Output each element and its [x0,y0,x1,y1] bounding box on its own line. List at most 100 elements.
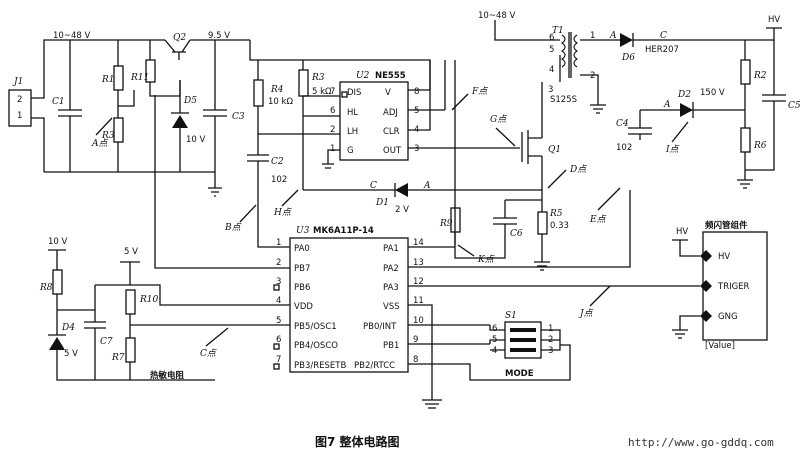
svg-text:NE555: NE555 [375,71,406,81]
svg-text:3: 3 [276,277,281,287]
svg-text:1: 1 [548,324,553,334]
svg-text:PA0: PA0 [294,244,310,254]
svg-text:4: 4 [276,296,281,306]
svg-text:11: 11 [413,296,424,306]
svg-text:3: 3 [548,85,553,95]
svg-text:C: C [370,181,377,191]
resistor-r3-5k: R3 5 kΩ [298,60,332,190]
svg-text:PA2: PA2 [383,264,399,274]
svg-text:R11: R11 [130,73,149,83]
svg-text:5 V: 5 V [124,247,138,257]
svg-text:K点: K点 [477,254,495,265]
svg-text:V: V [385,88,391,98]
svg-text:9: 9 [413,335,418,345]
svg-text:D6: D6 [621,53,635,63]
svg-text:D2: D2 [677,90,691,100]
svg-text:R10: R10 [139,295,159,305]
svg-text:10: 10 [413,316,424,326]
resistor-r9: R9 C6 [439,199,542,259]
flash-tube-module: 频闪管组件 HV TRIGER GNG [Value] HV [672,220,768,351]
watermark-url: http://www.go-gddq.com [628,436,774,449]
svg-text:热敏电阻: 热敏电阻 [150,370,185,381]
svg-text:6: 6 [330,106,335,116]
svg-text:C: C [660,31,667,41]
svg-text:D5: D5 [183,96,197,106]
svg-text:PA3: PA3 [383,283,399,293]
svg-text:CLR: CLR [383,127,400,137]
figure-caption: 图7 整体电路图 [315,434,400,449]
zener-d5: D5 10 V [171,80,206,172]
svg-text:102: 102 [271,175,287,185]
svg-text:F点: F点 [471,86,488,97]
svg-text:10~48 V: 10~48 V [478,11,515,21]
lower-left-supply: 10 V R8 D4 5 V C7 [39,237,290,381]
svg-text:D点: D点 [569,164,587,175]
svg-text:2: 2 [276,258,281,268]
svg-text:C6: C6 [510,229,523,239]
svg-text:VSS: VSS [383,302,400,312]
supply-rail-top: 10~48 V [31,31,165,172]
svg-text:10~48 V: 10~48 V [53,31,90,41]
svg-text:7: 7 [330,87,335,97]
resistor-r5: R5 0.33 [534,200,569,271]
svg-text:7: 7 [276,355,281,365]
ic-mk6a11p: U3 MK6A11P-14 PA0 PB7 PB6 VDD PB5/OSC1 P… [154,95,700,409]
svg-text:5 V: 5 V [64,349,78,359]
svg-text:PB2/RTCC: PB2/RTCC [354,361,395,371]
diode-d6: D6 HER207 A C [609,31,745,63]
svg-text:3: 3 [414,144,419,154]
svg-text:R3: R3 [311,73,325,83]
svg-text:R4: R4 [270,85,284,95]
svg-text:S1: S1 [505,311,517,321]
svg-text:6: 6 [549,33,554,43]
svg-text:8: 8 [414,87,419,97]
svg-text:DIS: DIS [347,88,361,98]
svg-text:G: G [347,146,354,156]
svg-text:R1: R1 [101,75,115,85]
transformer-t1: 10~48 V T1 6 5 4 3 1 2 S125S [478,11,620,120]
svg-text:ADJ: ADJ [383,108,398,118]
svg-text:1: 1 [590,31,595,41]
svg-text:6: 6 [276,335,281,345]
svg-text:12: 12 [413,277,424,287]
svg-text:0.33: 0.33 [550,221,569,231]
svg-text:PB5/OSC1: PB5/OSC1 [294,322,337,332]
svg-text:C1: C1 [52,97,65,107]
svg-text:S125S: S125S [550,95,577,105]
svg-text:TRIGER: TRIGER [717,282,750,292]
hv-section: HV R2 R6 C5 [737,15,800,189]
svg-text:9.5 V: 9.5 V [208,31,230,41]
svg-text:G点: G点 [490,114,507,125]
svg-text:R3: R3 [101,131,115,141]
svg-text:PB7: PB7 [294,264,310,274]
svg-text:I点: I点 [665,144,680,155]
resistor-r1: R1 R3 [101,40,135,172]
capacitor-c3: 9.5 V C3 [203,31,245,197]
svg-text:2 V: 2 V [395,205,409,215]
svg-text:5: 5 [414,106,419,116]
thermistor-divider: 5 V R10 R7 热敏电阻 [111,247,290,381]
svg-text:4: 4 [549,65,554,75]
svg-text:R2: R2 [753,71,767,81]
svg-text:C3: C3 [232,112,245,122]
svg-text:10 V: 10 V [48,237,68,247]
svg-text:2: 2 [17,95,22,105]
svg-text:E点: E点 [589,214,607,225]
capacitor-c2: C2 102 [247,145,287,190]
svg-text:HL: HL [347,108,358,118]
svg-text:Q1: Q1 [548,145,561,155]
svg-text:10 kΩ: 10 kΩ [268,97,293,107]
svg-text:3: 3 [548,346,553,356]
svg-text:14: 14 [413,238,424,248]
mosfet-q1: Q1 [500,120,561,200]
svg-text:HV: HV [768,15,780,25]
wire-f [444,60,456,245]
svg-text:PB1: PB1 [383,341,399,351]
svg-text:150 V: 150 V [700,88,725,98]
svg-text:VDD: VDD [294,302,313,312]
svg-text:PB0/INT: PB0/INT [363,322,397,332]
svg-text:5 kΩ: 5 kΩ [312,87,332,97]
svg-text:[Value]: [Value] [705,341,735,351]
svg-text:2: 2 [590,71,595,81]
